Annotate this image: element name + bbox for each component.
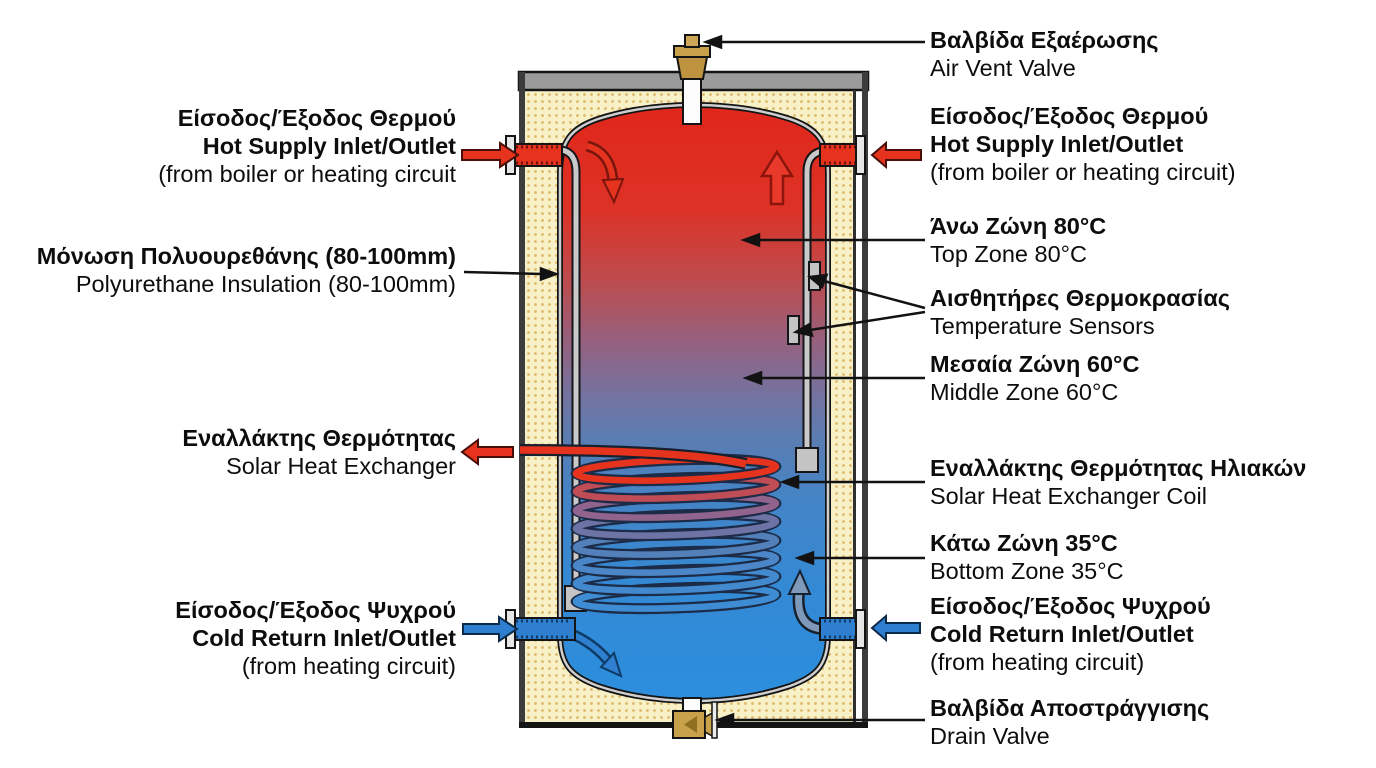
label-hot-right: Είσοδος/Έξοδος Θερμού Hot Supply Inlet/O… — [930, 102, 1376, 186]
hot-flow-up-arrow — [759, 149, 795, 206]
label-solar-coil-english: Solar Heat Exchanger Coil — [930, 483, 1207, 509]
label-hot-left-english: Hot Supply Inlet/Outlet — [202, 133, 456, 159]
label-air-vent-english: Air Vent Valve — [930, 55, 1076, 81]
label-solar-coil: Εναλλάκτης Θερμότητας Ηλιακών Solar Heat… — [930, 454, 1376, 510]
label-sensors: Αισθητήρες Θερμοκρασίας Temperature Sens… — [930, 284, 1376, 340]
label-air-vent-greek: Βαλβίδα Εξαέρωσης — [930, 27, 1159, 53]
label-hot-left: Είσοδος/Έξοδος Θερμού Hot Supply Inlet/O… — [0, 104, 456, 188]
label-solar-exchanger-english: Solar Heat Exchanger — [226, 453, 456, 479]
label-middle-zone: Μεσαία Ζώνη 60°C Middle Zone 60°C — [930, 350, 1376, 406]
label-hot-right-greek: Είσοδος/Έξοδος Θερμού — [930, 103, 1209, 129]
label-cold-left-greek: Είσοδος/Έξοδος Ψυχρού — [175, 597, 456, 623]
label-solar-exchanger-greek: Εναλλάκτης Θερμότητας — [182, 425, 456, 451]
label-drain-greek: Βαλβίδα Αποστράγγισης — [930, 695, 1210, 721]
label-cold-left: Είσοδος/Έξοδος Ψυχρού Cold Return Inlet/… — [0, 596, 456, 680]
label-hot-right-note: (from boiler or heating circuit) — [930, 159, 1236, 185]
label-bottom-zone-greek: Κάτω Ζώνη 35°C — [930, 530, 1118, 556]
cold-inlet-pipe-right — [819, 609, 866, 649]
label-drain-english: Drain Valve — [930, 723, 1050, 749]
label-top-zone-greek: Άνω Ζώνη 80°C — [930, 213, 1107, 239]
label-bottom-zone-english: Bottom Zone 35°C — [930, 558, 1124, 584]
label-air-vent: Βαλβίδα Εξαέρωσης Air Vent Valve — [930, 26, 1376, 82]
label-sensors-english: Temperature Sensors — [930, 313, 1155, 339]
hot-arrow-right — [870, 140, 922, 170]
label-cold-right: Είσοδος/Έξοδος Ψυχρού Cold Return Inlet/… — [930, 592, 1376, 676]
hot-inlet-pipe-right — [819, 135, 866, 175]
label-solar-exchanger: Εναλλάκτης Θερμότητας Solar Heat Exchang… — [0, 424, 456, 480]
label-hot-left-note: (from boiler or heating circuit — [158, 161, 456, 187]
solar-arrow-left — [460, 438, 514, 466]
label-cold-left-note: (from heating circuit) — [241, 653, 456, 679]
cold-arrow-left — [462, 615, 519, 643]
label-drain: Βαλβίδα Αποστράγγισης Drain Valve — [930, 694, 1376, 750]
cold-arrow-right — [870, 613, 921, 643]
hot-flow-down-arrow — [585, 140, 625, 205]
label-cold-right-english: Cold Return Inlet/Outlet — [930, 621, 1194, 647]
label-sensors-greek: Αισθητήρες Θερμοκρασίας — [930, 285, 1230, 311]
air-vent-valve — [673, 34, 711, 125]
label-insulation-english: Polyurethane Insulation (80-100mm) — [75, 271, 456, 297]
label-top-zone-english: Top Zone 80°C — [930, 241, 1088, 267]
label-bottom-zone: Κάτω Ζώνη 35°C Bottom Zone 35°C — [930, 529, 1376, 585]
label-cold-left-english: Cold Return Inlet/Outlet — [192, 625, 456, 651]
label-middle-zone-greek: Μεσαία Ζώνη 60°C — [930, 351, 1140, 377]
hot-arrow-left — [461, 141, 520, 169]
cold-flow-down-arrow — [569, 628, 623, 678]
label-hot-right-english: Hot Supply Inlet/Outlet — [930, 131, 1184, 157]
label-hot-left-greek: Είσοδος/Έξοδος Θερμού — [177, 105, 456, 131]
cold-flow-up-arrow — [787, 568, 824, 635]
label-insulation-greek: Μόνωση Πολυουρεθάνης (80-100mm) — [36, 243, 456, 269]
label-middle-zone-english: Middle Zone 60°C — [930, 379, 1119, 405]
solar-heat-exchanger-coil — [519, 444, 782, 615]
label-top-zone: Άνω Ζώνη 80°C Top Zone 80°C — [930, 212, 1376, 268]
label-cold-right-note: (from heating circuit) — [930, 649, 1145, 675]
label-solar-coil-greek: Εναλλάκτης Θερμότητας Ηλιακών — [930, 455, 1307, 481]
leader-lines — [463, 34, 926, 728]
label-insulation: Μόνωση Πολυουρεθάνης (80-100mm) Polyuret… — [0, 242, 456, 298]
label-cold-right-greek: Είσοδος/Έξοδος Ψυχρού — [930, 593, 1211, 619]
